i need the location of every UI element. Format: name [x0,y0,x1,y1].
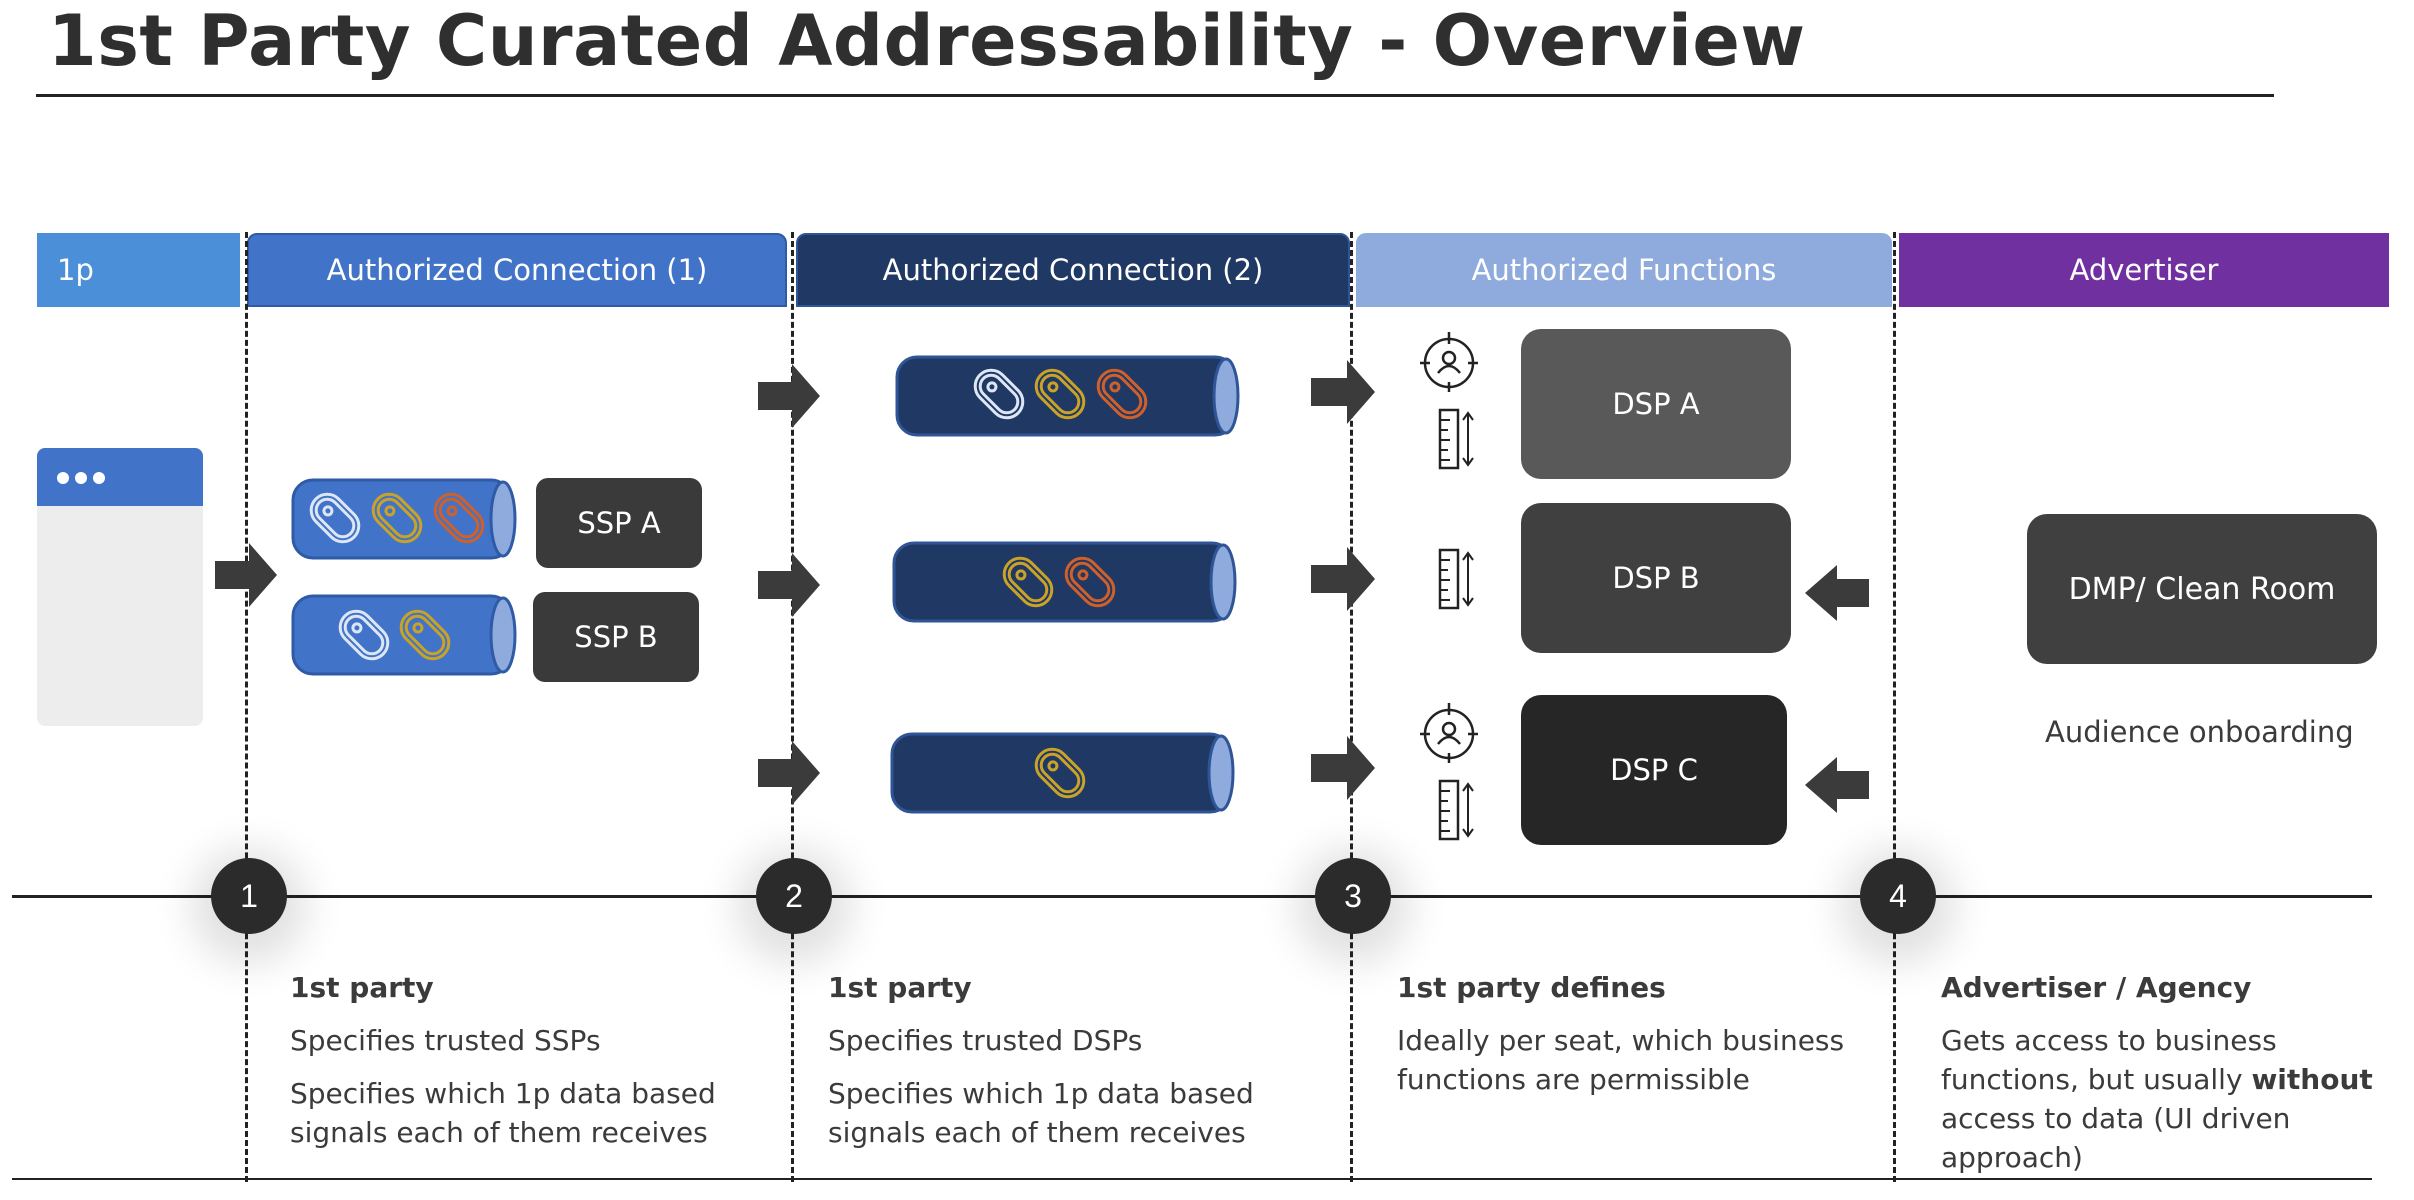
arrow-right-icon [758,741,820,805]
step-1-line-1: Specifies trusted SSPs [290,1024,601,1057]
ruler-icon [1438,408,1474,470]
dsp-c-box: DSP C [1521,695,1787,845]
step-1-heading: 1st party [290,971,434,1004]
pipe-dsp-b [892,541,1237,623]
target-person-icon [1420,332,1478,392]
arrow-right-icon [758,364,820,428]
step-4-description: Advertiser / Agency Gets access to busin… [1941,968,2376,1191]
step-3-description: 1st party defines Ideally per seat, whic… [1397,968,1867,1113]
ruler-icon [1438,779,1474,841]
header-authorized-functions: Authorized Functions [1356,233,1892,307]
step-4-heading: Advertiser / Agency [1941,971,2252,1004]
step-1-badge: 1 [211,858,287,934]
arrow-right-icon [1311,360,1375,424]
dsp-b-box: DSP B [1521,503,1791,653]
header-1p: 1p [37,233,240,307]
step-2-line-1: Specifies trusted DSPs [828,1024,1143,1057]
pipe-dsp-a [895,355,1240,437]
step-2-line-2: Specifies which 1p data based signals ea… [828,1077,1254,1149]
audience-onboarding-label: Audience onboarding [2045,715,2354,749]
step-2-heading: 1st party [828,971,972,1004]
step-4-badge: 4 [1860,858,1936,934]
pipe-ssp-b [291,594,517,676]
browser-window-icon [37,448,203,726]
step-3-heading: 1st party defines [1397,971,1666,1004]
bottom-line [12,1178,2372,1180]
header-advertiser: Advertiser [1899,233,2389,307]
target-person-icon [1420,703,1478,763]
step-2-badge: 2 [756,858,832,934]
separator-4 [1893,232,1896,1182]
step-1-description: 1st party Specifies trusted SSPs Specifi… [290,968,760,1166]
timeline-line [12,895,2372,898]
pipe-ssp-a [291,478,517,560]
arrow-right-icon [1311,736,1375,800]
dsp-a-box: DSP A [1521,329,1791,479]
arrow-left-icon [1805,757,1869,813]
title-divider [36,94,2274,97]
step-3-line-1: Ideally per seat, which business functio… [1397,1024,1845,1096]
ssp-b-box: SSP B [533,592,699,682]
dmp-clean-room-box: DMP/ Clean Room [2027,514,2377,664]
step-1-line-2: Specifies which 1p data based signals ea… [290,1077,716,1149]
arrow-left-icon [1805,565,1869,621]
arrow-right-icon [215,543,277,607]
step-3-badge: 3 [1315,858,1391,934]
arrow-right-icon [1311,547,1375,611]
ssp-a-box: SSP A [536,478,702,568]
separator-1 [245,232,248,1182]
step-4-line-1: Gets access to business functions, but u… [1941,1024,2373,1174]
separator-2 [791,232,794,1182]
step-2-description: 1st party Specifies trusted DSPs Specifi… [828,968,1338,1166]
header-authorized-connection-1: Authorized Connection (1) [247,233,787,307]
ruler-icon [1438,548,1474,610]
separator-3 [1350,232,1353,1182]
header-authorized-connection-2: Authorized Connection (2) [796,233,1350,307]
pipe-dsp-c [890,732,1235,814]
arrow-right-icon [758,553,820,617]
page-title: 1st Party Curated Addressability - Overv… [48,0,1806,82]
